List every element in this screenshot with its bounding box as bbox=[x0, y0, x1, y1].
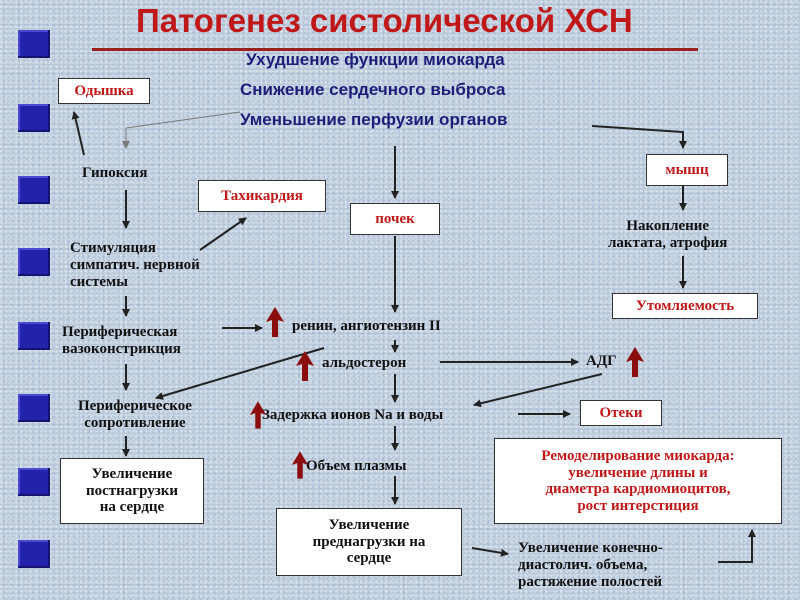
afterload-line: Увеличение bbox=[91, 466, 173, 483]
remodeling-line: рост интерстиция bbox=[577, 497, 699, 514]
node-sympathetic: Стимуляция симпатич. нервной системы bbox=[70, 240, 200, 291]
box-fatigue: Утомляемость bbox=[612, 293, 758, 319]
afterload-line: постнагрузки bbox=[85, 482, 179, 499]
diastolic-line: диастолич. объема, bbox=[518, 557, 648, 573]
box-afterload: Увеличение постнагрузки на сердце bbox=[60, 458, 204, 524]
diastolic-line: Увеличение конечно- bbox=[518, 540, 663, 556]
nav-square bbox=[18, 394, 50, 422]
diastolic-line: растяжение полостей bbox=[518, 574, 663, 590]
increase-arrow-icon bbox=[626, 347, 644, 377]
remodeling-line: диаметра кардиомиоцитов, bbox=[545, 481, 731, 497]
node-renin: ренин, ангиотензин II bbox=[292, 318, 441, 334]
increase-arrow-icon bbox=[266, 307, 284, 337]
node-resistance: Периферическое сопротивление bbox=[78, 398, 192, 432]
preload-line: Увеличение bbox=[328, 517, 410, 534]
node-lactate: Накопление лактата, атрофия bbox=[608, 218, 727, 252]
remodeling-line: увеличение длины и bbox=[568, 464, 708, 481]
increase-arrow-icon bbox=[296, 351, 314, 381]
nav-square bbox=[18, 104, 50, 132]
node-plasma-volume: Объем плазмы bbox=[306, 458, 407, 474]
subtitle-perfusion: Уменьшение перфузии органов bbox=[240, 110, 508, 129]
box-preload: Увеличение преднагрузки на сердце bbox=[276, 508, 462, 576]
preload-line: преднагрузки на bbox=[312, 533, 426, 550]
vasoconstriction-line: вазоконстрикция bbox=[62, 341, 181, 357]
lactate-line: Накопление bbox=[626, 218, 710, 234]
sympathetic-line: симпатич. нервной bbox=[70, 257, 200, 273]
resistance-line: Периферическое bbox=[78, 398, 192, 414]
afterload-line: на сердце bbox=[99, 499, 165, 516]
title-underline bbox=[92, 48, 698, 51]
remodeling-line: Ремоделирование миокарда: bbox=[541, 448, 735, 464]
vasoconstriction-line: Периферическая bbox=[62, 324, 178, 340]
preload-line: сердце bbox=[346, 550, 392, 567]
nav-square bbox=[18, 468, 50, 496]
nav-square bbox=[18, 540, 50, 568]
nav-square bbox=[18, 30, 50, 58]
node-aldosterone: альдостерон bbox=[322, 355, 407, 371]
resistance-line: сопротивление bbox=[84, 415, 186, 431]
page-title: Патогенез систолической ХСН bbox=[136, 2, 633, 39]
nav-square bbox=[18, 176, 50, 204]
sympathetic-line: Стимуляция bbox=[70, 240, 156, 256]
sympathetic-line: системы bbox=[70, 274, 128, 290]
node-diastolic: Увеличение конечно- диастолич. объема, р… bbox=[518, 540, 663, 591]
box-edema: Отеки bbox=[580, 400, 662, 426]
increase-arrow-icon bbox=[249, 401, 267, 429]
box-dyspnea: Одышка bbox=[58, 78, 150, 104]
nav-square bbox=[18, 322, 50, 350]
box-kidneys: почек bbox=[350, 203, 440, 235]
node-retention: Задержка ионов Na и воды bbox=[262, 407, 444, 423]
subtitle-myocardium: Ухудшение функции миокарда bbox=[246, 50, 505, 69]
increase-arrow-icon bbox=[291, 451, 309, 479]
box-tachycardia: Тахикардия bbox=[198, 180, 326, 212]
subtitle-output: Снижение сердечного выброса bbox=[240, 80, 506, 99]
node-adh: АДГ bbox=[586, 353, 617, 369]
lactate-line: лактата, атрофия bbox=[608, 235, 728, 251]
box-muscles: мышц bbox=[646, 154, 728, 186]
node-vasoconstriction: Периферическая вазоконстрикция bbox=[62, 324, 181, 358]
box-remodeling: Ремоделирование миокарда: увеличение дли… bbox=[494, 438, 782, 524]
nav-square bbox=[18, 248, 50, 276]
node-hypoxia: Гипоксия bbox=[82, 165, 148, 181]
